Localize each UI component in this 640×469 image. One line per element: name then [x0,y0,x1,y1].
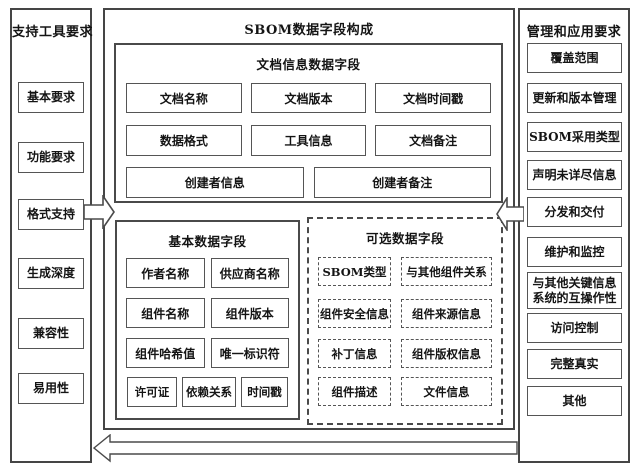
field-component-version: 组件版本 [210,298,289,328]
basic-fields-section-title: 基本数据字段 [168,234,247,249]
right-item-other: 其他 [527,386,622,416]
field-document-version: 文档版本 [250,83,367,113]
basic-row-1: 作者名称 供应商名称 [126,258,289,288]
right-panel: 管理和应用要求 覆盖范围 更新和版本管理 SBOM采用类型 声明未详尽信息 分发… [518,8,630,463]
field-document-remarks: 文档备注 [375,125,491,156]
right-item-distribution: 分发和交付 [527,197,622,227]
field-document-name: 文档名称 [126,83,242,113]
field-component-security-info: 组件安全信息 [318,299,391,328]
right-item-access-control: 访问控制 [527,313,622,343]
field-license: 许可证 [127,377,177,407]
right-item-declare-incomplete: 声明未详尽信息 [527,160,622,190]
left-panel-title: 支持工具要求 [12,25,94,40]
field-sbom-type: SBOM类型 [318,257,391,286]
field-component-name: 组件名称 [126,298,205,328]
right-item-sbom-adoption-type: SBOM采用类型 [527,122,622,152]
left-item-generation-depth: 生成深度 [18,258,84,289]
left-item-basic-requirements: 基本要求 [18,82,84,113]
optional-row-4: 组件描述 文件信息 [318,377,492,406]
center-panel: SBOM数据字段构成 文档信息数据字段 文档名称 文档版本 文档时间戳 数据格式… [103,8,515,430]
optional-row-2: 组件安全信息 组件来源信息 [318,299,492,328]
right-panel-title: 管理和应用要求 [526,25,622,40]
document-info-section-title: 文档信息数据字段 [256,57,361,72]
left-panel: 支持工具要求 基本要求 功能要求 格式支持 生成深度 兼容性 易用性 [10,8,94,463]
field-supplier-name: 供应商名称 [210,258,289,288]
left-item-compatibility: 兼容性 [18,318,84,349]
right-to-center-arrow-icon [496,197,524,231]
field-patch-info: 补丁信息 [318,339,391,368]
field-timestamp: 时间戳 [241,377,288,407]
left-item-usability: 易用性 [18,373,84,404]
optional-row-3: 补丁信息 组件版权信息 [318,339,492,368]
basic-fields-section: 基本数据字段 作者名称 供应商名称 组件名称 组件版本 组件哈希值 唯一标识符 … [115,220,300,420]
field-component-source-info: 组件来源信息 [401,299,492,328]
field-document-timestamp: 文档时间戳 [375,83,491,113]
right-item-update-version-mgmt: 更新和版本管理 [527,83,622,113]
field-creator-info: 创建者信息 [126,167,304,198]
document-info-row-3: 创建者信息 创建者备注 [126,167,491,198]
right-item-integrity: 完整真实 [527,349,622,379]
right-item-coverage: 覆盖范围 [527,43,622,73]
optional-fields-section-title: 可选数据字段 [365,231,444,246]
field-unique-identifier: 唯一标识符 [210,338,289,368]
field-creator-remarks: 创建者备注 [313,167,491,198]
left-item-format-support: 格式支持 [18,199,84,230]
field-author-name: 作者名称 [126,258,205,288]
basic-row-4: 许可证 依赖关系 时间戳 [126,377,289,407]
left-to-center-arrow-icon [84,195,115,229]
field-tool-info: 工具信息 [250,125,367,156]
bottom-feedback-arrow-icon [93,434,518,463]
basic-row-3: 组件哈希值 唯一标识符 [126,338,289,368]
left-item-function-requirements: 功能要求 [18,142,84,173]
document-info-row-1: 文档名称 文档版本 文档时间戳 [126,83,491,113]
field-file-info: 文件信息 [401,377,492,406]
field-component-description: 组件描述 [318,377,391,406]
field-dependencies: 依赖关系 [182,377,236,407]
right-item-interoperability: 与其他关键信息系统的互操作性 [527,272,622,309]
optional-fields-section: 可选数据字段 SBOM类型 与其他组件关系 组件安全信息 组件来源信息 补丁信息… [307,217,503,425]
center-panel-title: SBOM数据字段构成 [244,23,374,38]
basic-row-2: 组件名称 组件版本 [126,298,289,328]
field-data-format: 数据格式 [126,125,242,156]
right-item-maintenance-monitor: 维护和监控 [527,237,622,267]
optional-row-1: SBOM类型 与其他组件关系 [318,257,492,286]
field-component-hash: 组件哈希值 [126,338,205,368]
document-info-row-2: 数据格式 工具信息 文档备注 [126,125,491,156]
document-info-section: 文档信息数据字段 文档名称 文档版本 文档时间戳 数据格式 工具信息 文档备注 … [114,43,503,203]
field-component-relations: 与其他组件关系 [401,257,492,286]
field-component-copyright-info: 组件版权信息 [401,339,492,368]
